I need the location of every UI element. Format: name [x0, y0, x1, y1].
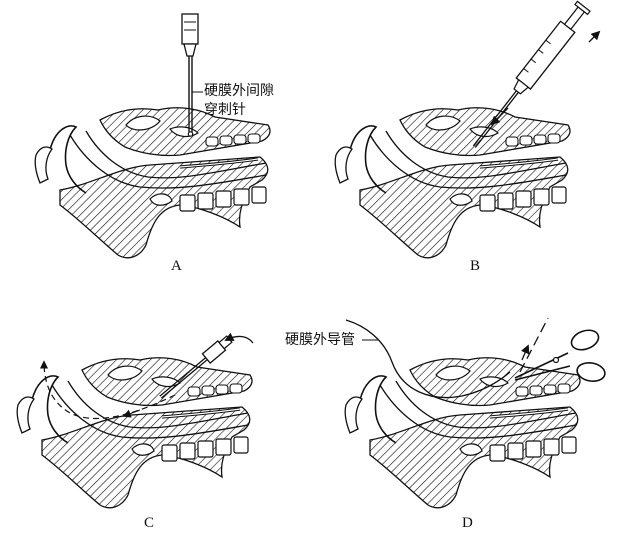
anatomy-section-b	[333, 106, 572, 260]
panel-label-b: B	[470, 258, 481, 274]
withdraw-arrow	[588, 30, 601, 43]
anatomy-section-d	[343, 356, 582, 510]
advance-arrow	[490, 107, 509, 126]
syringe-a	[181, 13, 199, 137]
forceps-icon	[514, 329, 606, 382]
panel-label-d: D	[462, 515, 473, 531]
anatomy-section-a	[33, 106, 272, 260]
needle-label-line2: 穿刺针	[204, 102, 246, 118]
withdraw-arrow-d	[520, 344, 530, 361]
panel-d	[343, 317, 606, 510]
needle-label-line1: 硬膜外间隙	[204, 83, 274, 99]
panel-label-a: A	[171, 258, 182, 274]
catheter-path-dashed	[39, 360, 176, 420]
syringe-b	[472, 0, 591, 148]
panel-c	[15, 332, 254, 510]
panel-label-c: C	[144, 515, 155, 531]
catheter-direction-arrow	[122, 409, 141, 418]
catheter-insert-arrow	[224, 332, 254, 344]
panel-b	[333, 0, 601, 260]
withdrawn-needle	[519, 317, 549, 373]
anatomy-section-c	[15, 356, 254, 510]
panel-a	[33, 13, 272, 260]
epidural-catheter	[345, 319, 511, 399]
catheter-label: 硬膜外导管	[285, 332, 355, 348]
